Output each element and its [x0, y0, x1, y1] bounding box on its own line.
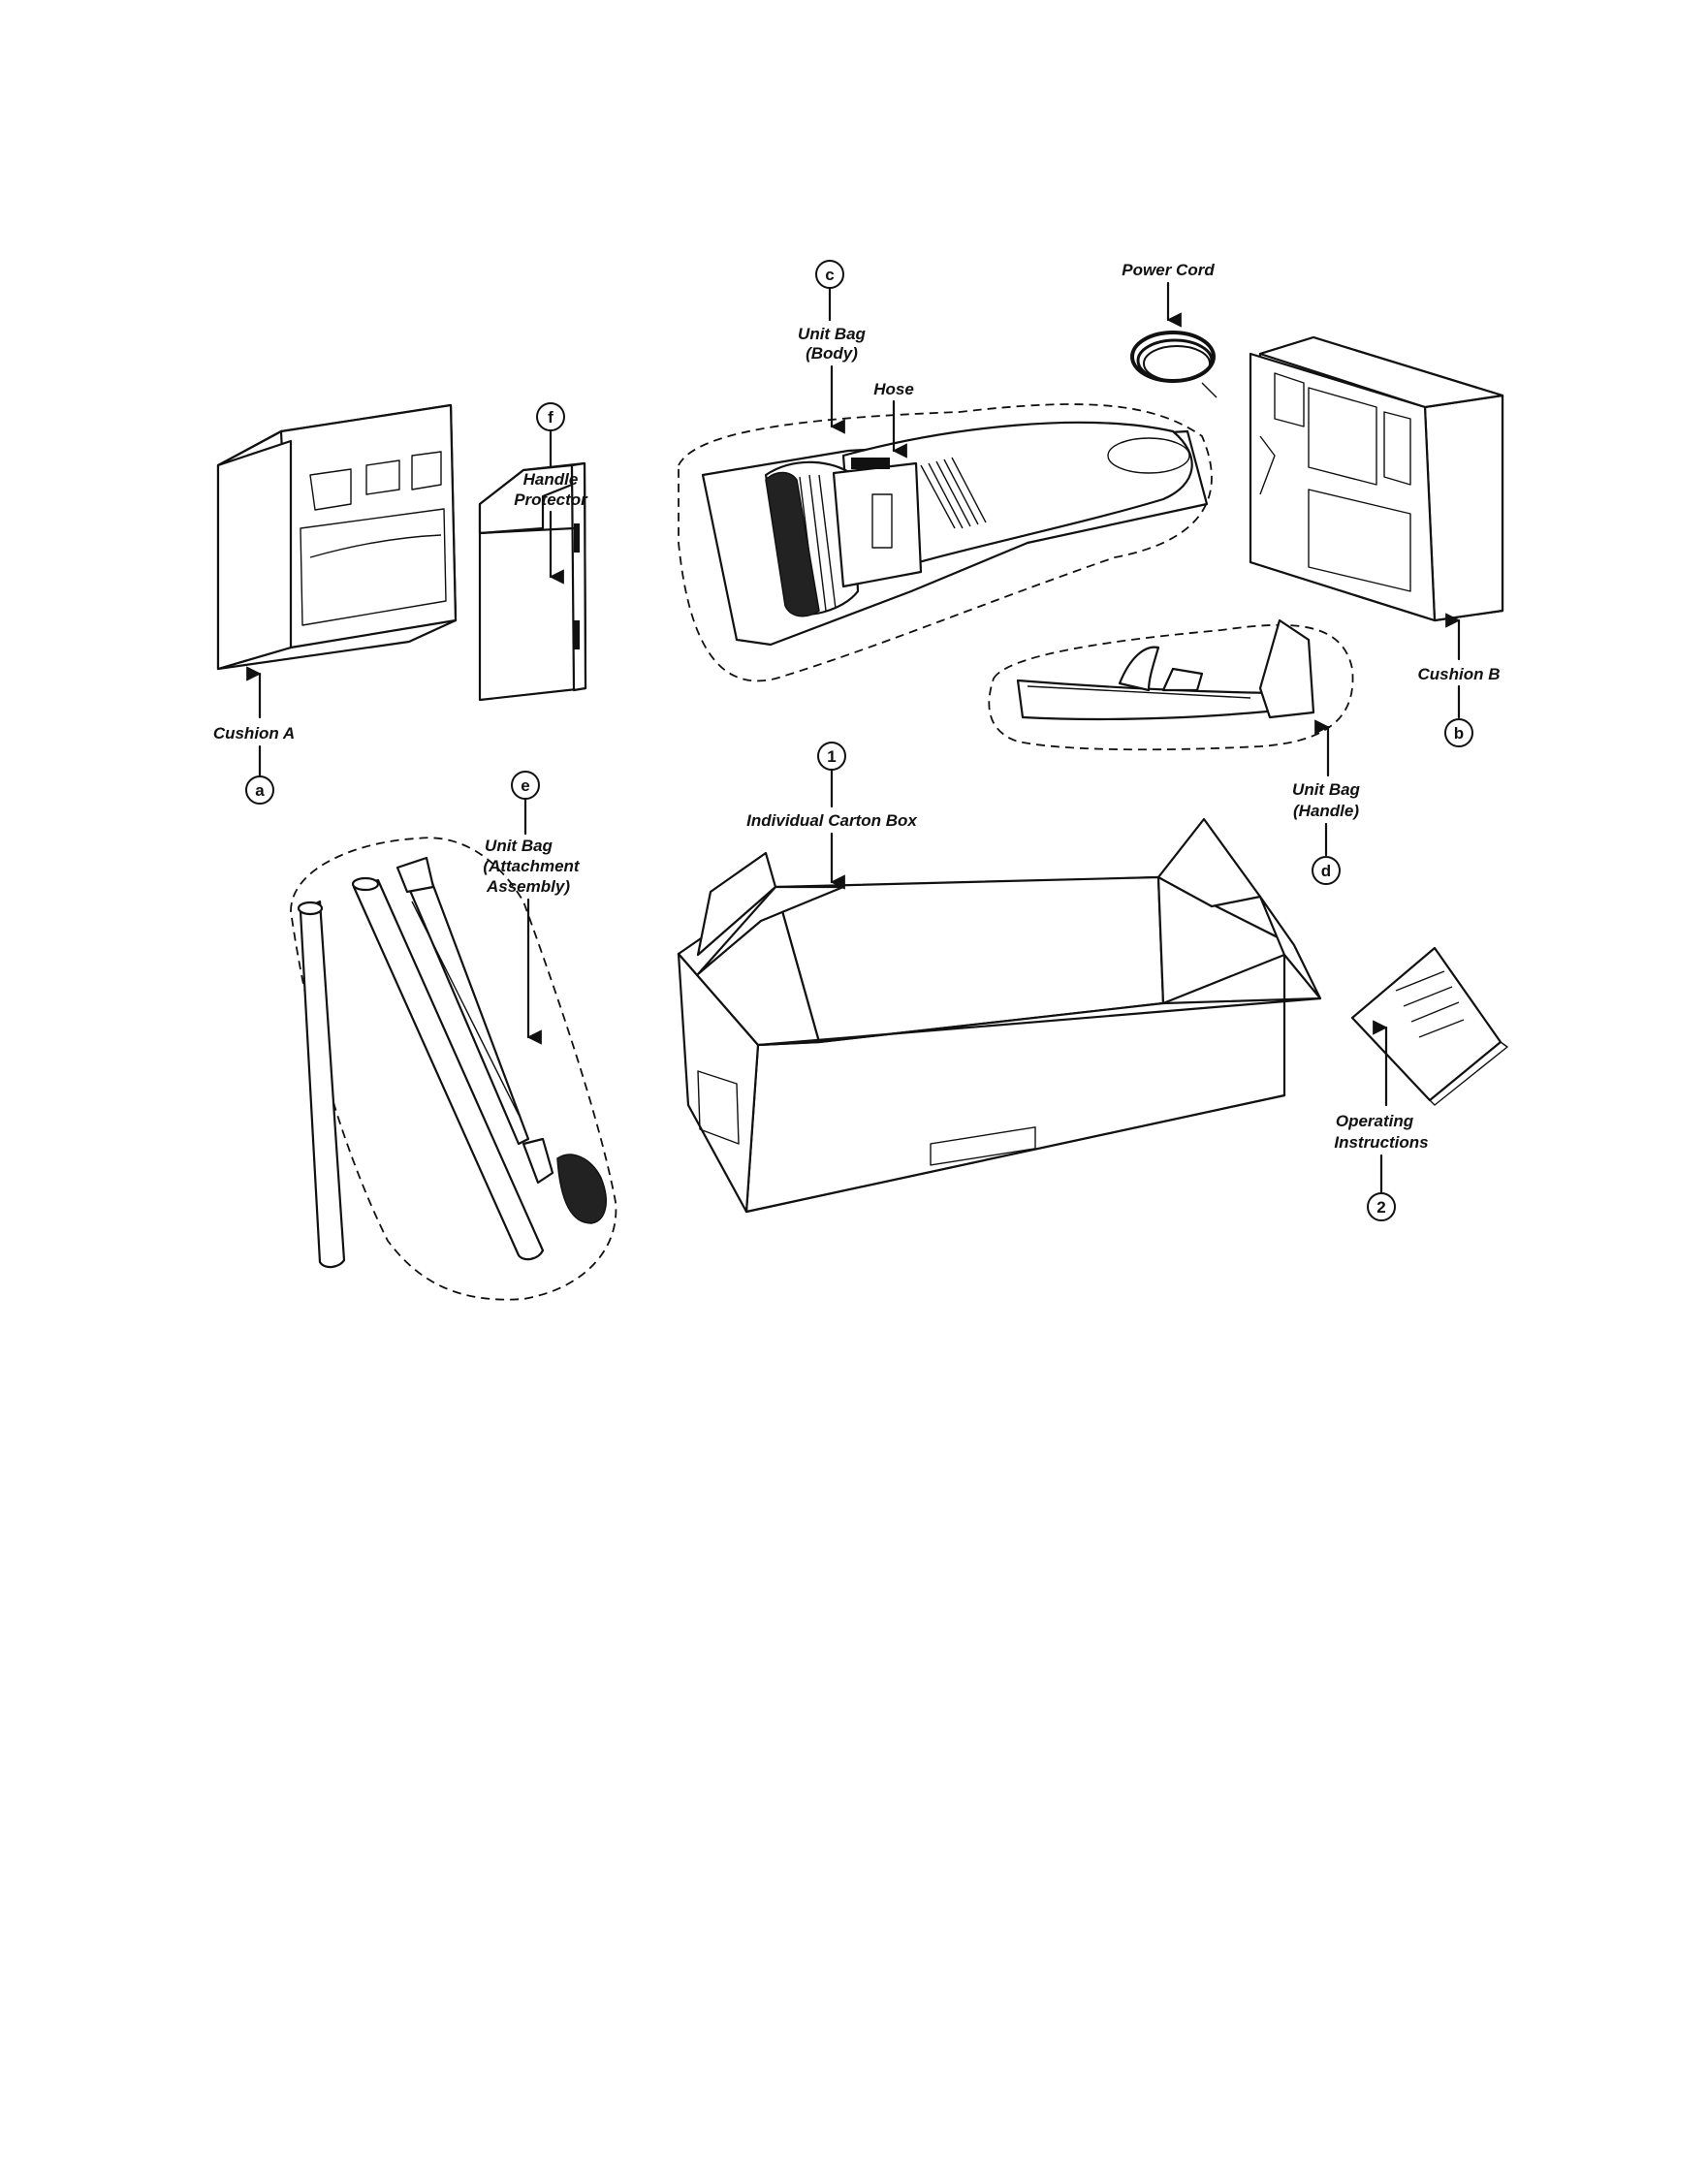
label-unit-bag-body-2: (Body): [806, 344, 858, 363]
label-cushion-b: Cushion B: [1418, 665, 1501, 683]
callout-f: f: [536, 402, 565, 469]
callout-b: b: [1444, 684, 1473, 747]
callout-c-text: c: [825, 266, 834, 284]
label-power-cord: Power Cord: [1122, 261, 1215, 279]
label-handle-protector-2: Protector: [514, 490, 588, 509]
label-operating-instructions-2: Instructions: [1334, 1133, 1428, 1152]
label-operating-instructions-1: Operating: [1336, 1112, 1414, 1130]
cushion-b: [1249, 335, 1504, 622]
callout-c: c: [815, 260, 844, 322]
label-handle-protector-1: Handle: [523, 470, 579, 489]
callout-e: e: [511, 771, 540, 836]
label-unit-bag-handle-1: Unit Bag: [1292, 780, 1361, 799]
callout-2: 2: [1367, 1154, 1396, 1221]
callout-a-text: a: [255, 781, 265, 800]
operating-instructions: [1350, 946, 1508, 1106]
callout-d: d: [1312, 822, 1341, 885]
label-cushion-a: Cushion A: [213, 724, 295, 743]
callout-a: a: [245, 744, 274, 805]
cushion-a: [216, 403, 458, 671]
callout-2-text: 2: [1376, 1198, 1385, 1217]
callout-b-text: b: [1454, 724, 1464, 743]
label-unit-bag-handle-2: (Handle): [1293, 802, 1359, 820]
label-hose: Hose: [873, 380, 914, 398]
handle-protector: [478, 461, 587, 702]
unit-bag-attachment-assembly: [290, 837, 617, 1301]
label-individual-carton-box: Individual Carton Box: [746, 811, 918, 830]
label-unit-bag-attachment-2: (Attachment: [483, 857, 581, 875]
label-unit-bag-attachment-3: Assembly): [486, 877, 570, 896]
callout-d-text: d: [1321, 862, 1331, 880]
label-unit-bag-body-1: Unit Bag: [798, 325, 867, 343]
callout-1: 1: [817, 742, 846, 808]
callout-1-text: 1: [827, 747, 836, 766]
individual-carton-box: [677, 817, 1322, 1214]
power-cord: [1130, 331, 1218, 398]
callout-e-text: e: [521, 776, 529, 795]
label-unit-bag-attachment-1: Unit Bag: [485, 837, 554, 855]
unit-bag-handle: [988, 618, 1354, 751]
callout-f-text: f: [548, 408, 554, 427]
unit-bag-body: [678, 403, 1213, 682]
